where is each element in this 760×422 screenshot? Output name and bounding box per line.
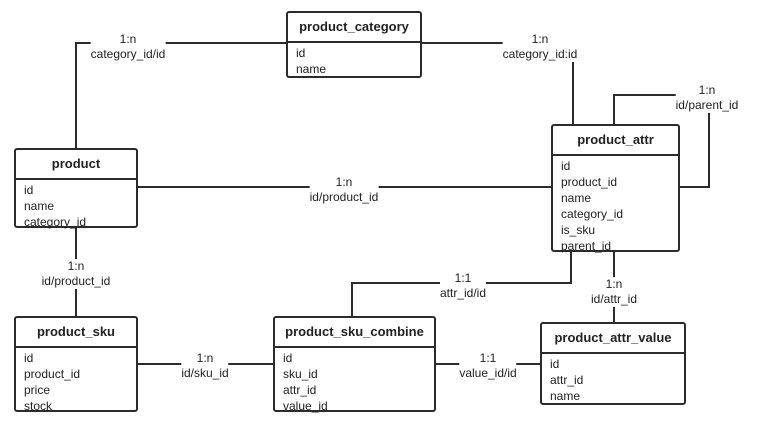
relation-label-attr-combine: 1:1 attr_id/id <box>439 271 487 301</box>
relation-key: value_id/id <box>459 366 517 380</box>
entity-field: id <box>283 351 293 365</box>
relation-cardinality: 1:n <box>605 277 623 291</box>
relation-key: id/product_id <box>309 190 379 204</box>
entity-field: name <box>561 191 592 205</box>
entity-product[interactable]: product id name category_id <box>14 148 138 230</box>
entity-field: parent_id <box>561 239 612 253</box>
entity-field: name <box>296 62 327 76</box>
entity-field: category_id <box>24 215 87 229</box>
relation-cardinality: 1:n <box>335 175 353 189</box>
relation-cardinality: 1:n <box>196 351 214 365</box>
relation-cardinality: 1:1 <box>454 271 472 285</box>
entity-field: id <box>550 357 560 371</box>
entity-product-category[interactable]: product_category id name <box>286 11 422 78</box>
entity-title: product_sku <box>16 318 136 348</box>
entity-field: product_id <box>24 367 81 381</box>
entity-field: name <box>550 389 581 403</box>
relation-key: category_id:id <box>502 47 578 61</box>
entity-title: product_attr_value <box>542 324 684 354</box>
relation-key: id/parent_id <box>675 98 739 112</box>
relation-label-sku-combine: 1:n id/sku_id <box>181 351 229 381</box>
entity-field-list: id name <box>288 43 420 77</box>
entity-field: category_id <box>561 207 624 221</box>
relation-key: category_id/id <box>90 47 166 61</box>
relation-key: id/attr_id <box>590 292 638 306</box>
connector-category-product <box>75 42 286 148</box>
relation-cardinality: 1:n <box>531 32 549 46</box>
relation-label-product-sku: 1:n id/product_id <box>41 259 111 289</box>
entity-field: id <box>561 159 571 173</box>
entity-field: id <box>296 46 306 60</box>
entity-field: attr_id <box>550 373 584 387</box>
entity-field: sku_id <box>283 367 318 381</box>
entity-title: product_category <box>288 13 420 43</box>
entity-field: product_id <box>561 175 618 189</box>
entity-field-list: id name category_id <box>16 180 136 230</box>
entity-field: id <box>24 351 34 365</box>
relation-cardinality: 1:n <box>119 32 137 46</box>
relation-label-product-attr: 1:n id/product_id <box>309 175 379 205</box>
relation-label-category-product: 1:n category_id/id <box>90 32 166 62</box>
entity-field: value_id <box>283 399 328 413</box>
entity-field: name <box>24 199 55 213</box>
entity-field: stock <box>24 399 53 413</box>
relation-label-attr-value: 1:n id/attr_id <box>590 277 638 307</box>
relation-key: id/product_id <box>41 274 111 288</box>
relation-cardinality: 1:n <box>67 259 85 273</box>
relation-key: attr_id/id <box>439 286 487 300</box>
relation-cardinality: 1:n <box>698 83 716 97</box>
entity-title: product_attr <box>553 126 678 156</box>
entity-title: product_sku_combine <box>275 318 434 348</box>
relation-cardinality: 1:1 <box>479 351 497 365</box>
entity-field: attr_id <box>283 383 317 397</box>
relation-label-attr-parent: 1:n id/parent_id <box>675 83 739 113</box>
entity-field-list: id sku_id attr_id value_id <box>275 348 434 414</box>
entity-field: is_sku <box>561 223 596 237</box>
entity-field: id <box>24 183 34 197</box>
relation-key: id/sku_id <box>181 366 229 380</box>
entity-title: product <box>16 150 136 180</box>
relation-label-value-combine: 1:1 value_id/id <box>459 351 517 381</box>
entity-field: price <box>24 383 51 397</box>
relation-label-category-attr: 1:n category_id:id <box>502 32 578 62</box>
